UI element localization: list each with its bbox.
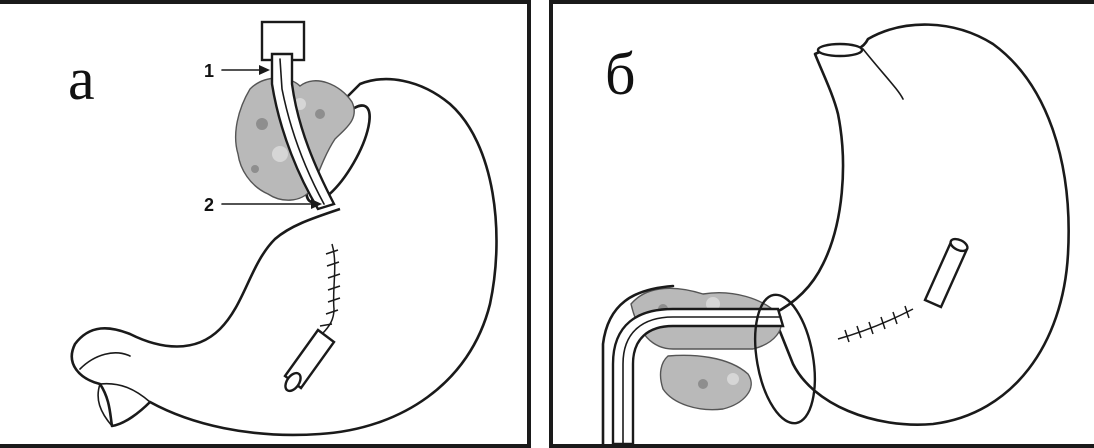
tumor-texture <box>315 109 325 119</box>
panel-label-b: б <box>605 44 636 104</box>
callout-label-1: 1 <box>204 62 214 80</box>
panel-b: б <box>549 0 1094 448</box>
tumor-texture <box>698 379 708 389</box>
tumor-texture <box>256 118 268 130</box>
stomach-outline-b <box>773 25 1069 425</box>
panel-label-a: а <box>68 49 95 109</box>
tumor-texture <box>272 146 288 162</box>
panel-a: а 1 2 <box>0 0 531 448</box>
esophagus-stump-b <box>818 44 862 56</box>
arrowhead-1 <box>259 65 270 75</box>
tumor-texture <box>727 373 739 385</box>
callout-label-2: 2 <box>204 196 214 214</box>
tumor-texture <box>251 165 259 173</box>
